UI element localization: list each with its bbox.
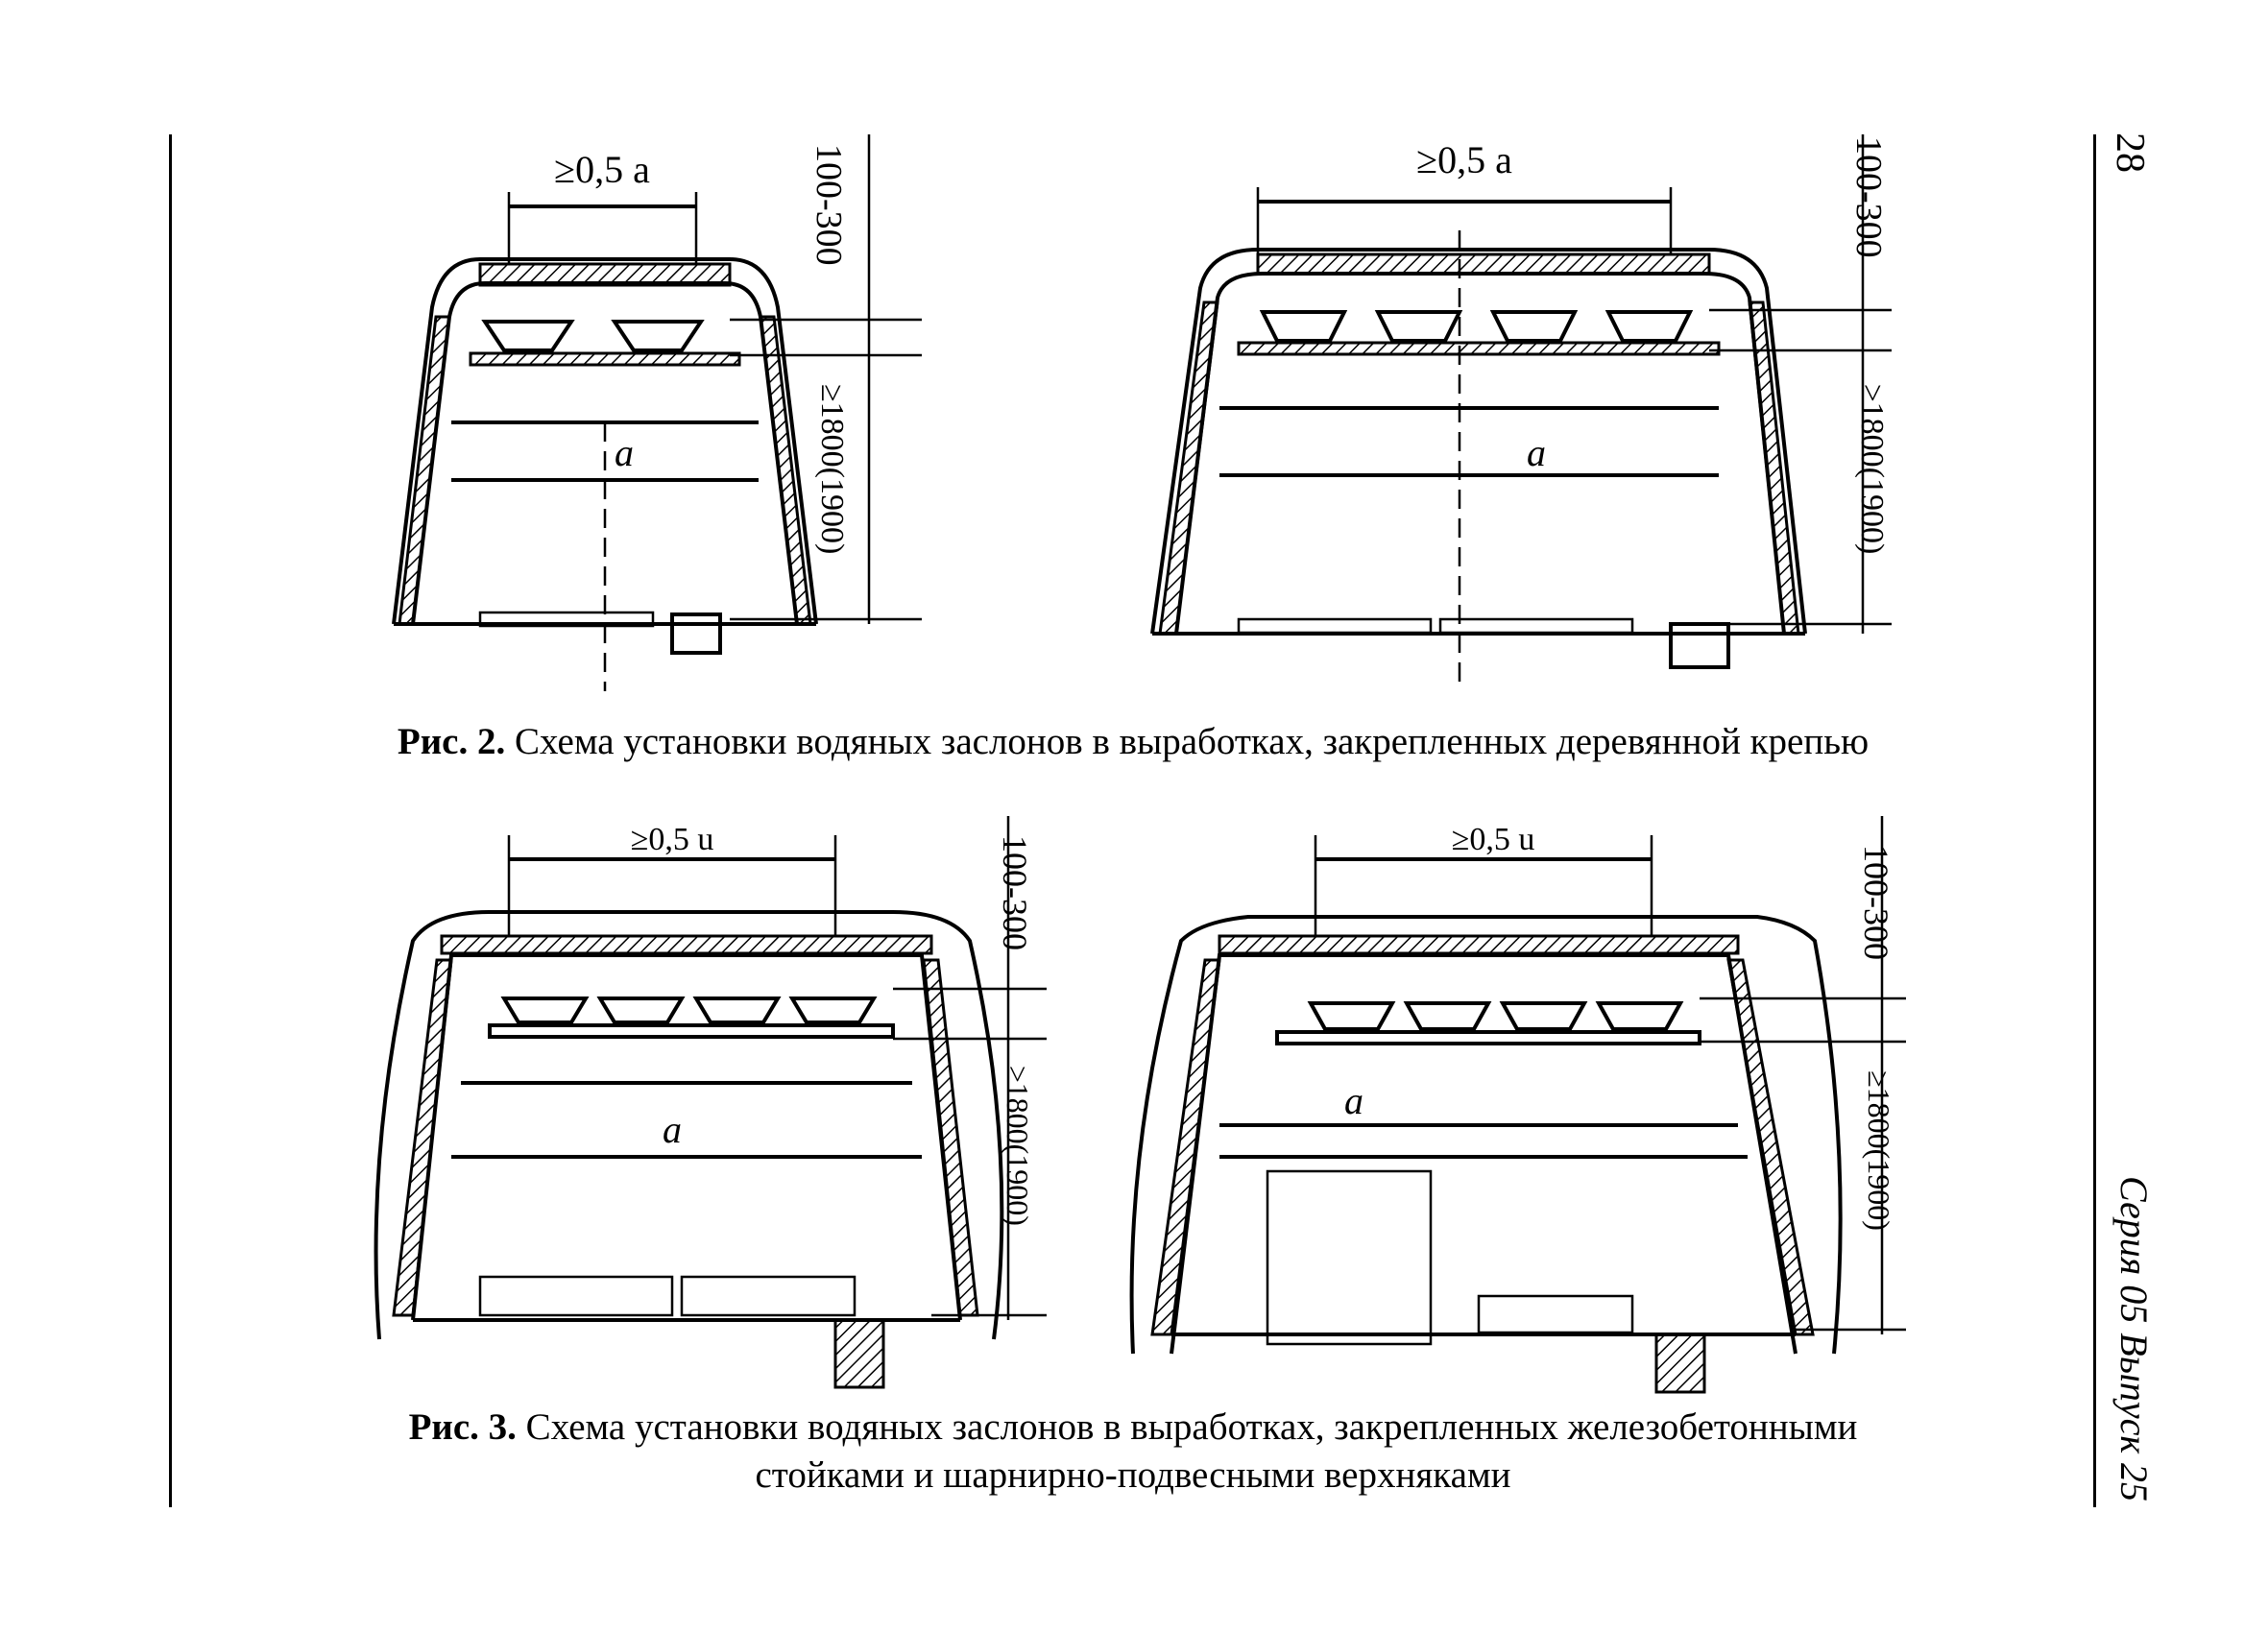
fig3-label: Рис. 3.: [408, 1406, 517, 1448]
fig2-text: Схема установки водяных заслонов в выраб…: [514, 721, 1870, 762]
fig3-caption: Рис. 3. Схема установки водяных заслонов…: [173, 1404, 2093, 1500]
series-label: Серия 05 Выпуск 25: [2112, 1176, 2156, 1502]
fig2-label: Рис. 2.: [397, 721, 506, 762]
left-margin-line: [169, 134, 172, 1507]
fig2-left-width-dim: a: [615, 431, 634, 474]
page-number: 28: [2108, 132, 2152, 173]
fig3-text-line2: стойками и шарнирно-подвесными верхнякам…: [755, 1454, 1511, 1496]
fig3-caption-line1: Рис. 3. Схема установки водяных заслонов…: [173, 1404, 2093, 1452]
fig2-right-diagram: ≥0,5 a a: [1150, 134, 1892, 691]
right-margin-line: [2093, 134, 2096, 1507]
fig3-right-top-dim: ≥0,5 u: [1452, 822, 1535, 857]
fig3-right-height-dim: ≥1800(1900): [1862, 1070, 1896, 1231]
fig3-left-height-dim: ≥1800(1900): [1001, 1066, 1035, 1226]
fig2-right-width-dim: a: [1527, 431, 1546, 474]
fig2-right-height-dim: ≥1800(1900): [1854, 384, 1890, 555]
fig2-caption: Рис. 2. Схема установки водяных заслонов…: [173, 718, 2093, 766]
fig3-left-diagram: ≥0,5 u a: [374, 816, 1047, 1389]
fig2-left-top-dim: ≥0,5 a: [554, 148, 650, 191]
fig3-right-width-dim: a: [1344, 1079, 1363, 1122]
fig2-left-gap-dim: 100-300: [808, 144, 849, 266]
fig3-right-diagram: ≥0,5 u a: [1129, 816, 1906, 1394]
fig2-right-top-dim: ≥0,5 a: [1416, 138, 1512, 181]
fig2-right-gap-dim: 100-300: [1848, 136, 1889, 258]
fig2-left-height-dim: ≥1800(1900): [814, 384, 850, 555]
fig3-left-top-dim: ≥0,5 u: [631, 822, 714, 857]
fig3-right-gap-dim: 100-300: [1857, 845, 1895, 960]
fig2-left-diagram: ≥0,5 a a: [392, 134, 922, 691]
fig3-left-gap-dim: 100-300: [996, 835, 1034, 950]
fig3-left-width-dim: a: [663, 1108, 682, 1151]
fig3-text-line1: Схема установки водяных заслонов в выраб…: [525, 1406, 1858, 1448]
